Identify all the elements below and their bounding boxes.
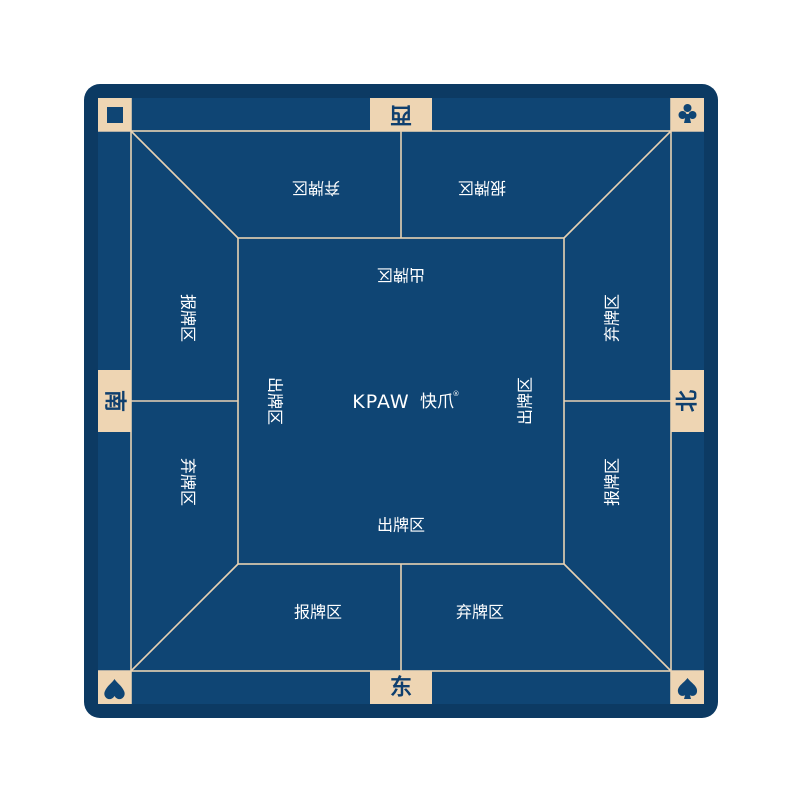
zone-label-top-right: 报牌区 (458, 179, 506, 198)
diagonal-top-left (130, 130, 239, 239)
play-label-left: 出牌区 (266, 377, 285, 425)
diagonal-bottom-left (130, 563, 239, 672)
zone-label-right-bottom: 报牌区 (603, 458, 622, 506)
diamond-icon (107, 107, 123, 123)
play-label-bottom: 出牌区 (377, 516, 425, 535)
seat-north-label: 西 (390, 102, 412, 128)
brand-registered-mark: ® (453, 390, 460, 398)
corner-bottom-right (671, 671, 704, 704)
zone-label-right-top: 弃牌区 (603, 294, 622, 342)
seat-north: 西 (370, 98, 432, 131)
brand-chinese: 快爪 (420, 392, 454, 412)
diagonal-top-right (563, 130, 672, 239)
zone-label-left-bottom: 弃牌区 (179, 458, 198, 506)
seat-east-label: 北 (675, 390, 701, 412)
zone-label-bottom-left: 报牌区 (294, 603, 342, 622)
brand-logo: KPAW 快爪 ® (352, 390, 459, 413)
diagonal-bottom-right (563, 563, 672, 672)
zone-label-left-top: 报牌区 (179, 294, 198, 342)
zone-label-bottom-right: 弃牌区 (456, 603, 504, 622)
seat-south-label: 东 (390, 675, 412, 701)
corner-bottom-left (98, 671, 131, 704)
play-label-right: 出牌区 (516, 377, 535, 425)
seat-west-label: 南 (102, 390, 128, 412)
seat-west: 南 (98, 370, 131, 432)
heart-icon (104, 679, 125, 700)
play-label-top: 出牌区 (377, 266, 425, 285)
corner-top-left (98, 98, 131, 131)
seat-east: 北 (671, 370, 704, 432)
spade-icon (677, 678, 698, 699)
club-icon (678, 104, 697, 123)
brand-latin: KPAW (352, 391, 409, 413)
corner-top-right (671, 98, 704, 131)
mat-felt (98, 98, 704, 704)
zone-label-top-left: 弃牌区 (292, 179, 340, 198)
seat-south: 东 (370, 671, 432, 704)
